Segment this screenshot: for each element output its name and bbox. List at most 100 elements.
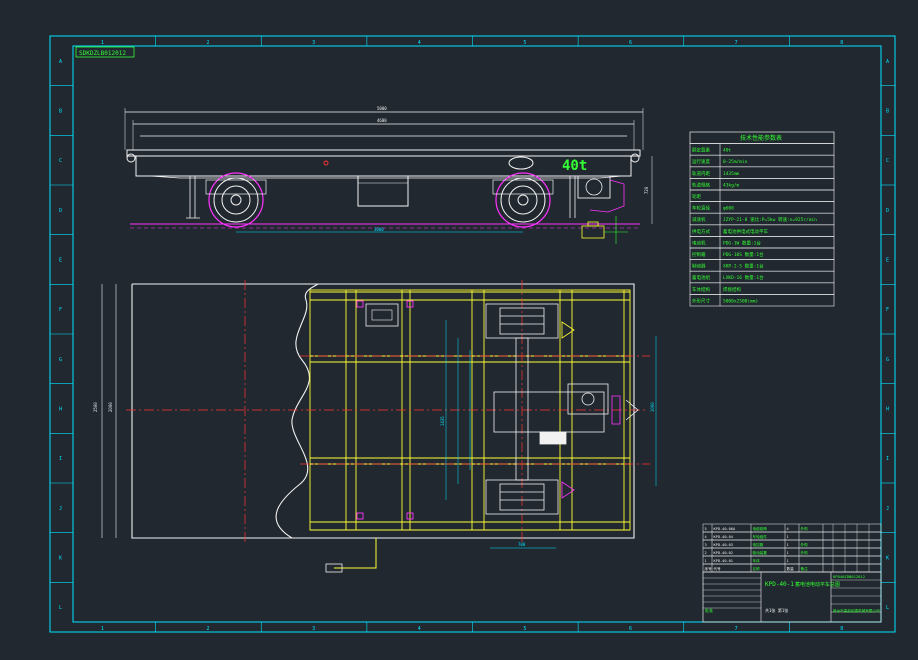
bom-cell: 外购 xyxy=(801,550,809,555)
spec-row-value: 5000x2500(mm) xyxy=(723,298,758,304)
zone-col-bottom: 3 xyxy=(312,626,315,632)
spec-row-label: 额定载重 xyxy=(692,147,710,154)
spec-row-label: 控制箱 xyxy=(692,251,706,258)
spec-row-label: 制动器 xyxy=(692,263,706,270)
bom-cell: KPD-40-06A xyxy=(714,527,736,531)
bom-cell: 4 xyxy=(705,535,707,539)
zone-col-bottom: 2 xyxy=(206,626,209,632)
bom-cell: 1 xyxy=(787,543,789,547)
zone-row-left: F xyxy=(59,307,62,313)
zone-row-left: L xyxy=(59,605,62,611)
zone-row-left: I xyxy=(59,456,62,462)
spec-row-value: φ600 xyxy=(723,206,734,212)
bom-cell: 1 xyxy=(787,551,789,555)
spec-row-value: 0-25m/min xyxy=(723,159,748,165)
wheel-assembly-top xyxy=(485,303,575,339)
zone-col-top: 5 xyxy=(523,40,526,46)
battery-box xyxy=(357,175,409,207)
bom-cell: 代号 xyxy=(714,566,722,571)
spec-row-value: 43kg/m xyxy=(723,182,740,188)
spec-row-label: 轨道内距 xyxy=(692,170,710,177)
spec-row-label: 车体结构 xyxy=(692,286,710,293)
spec-row-value: JZYP-21-8 速比:P=5kw 转速:n=925r/min xyxy=(723,216,817,223)
spec-row-label: 蓄电池组 xyxy=(692,274,710,281)
drawing-title: 蓄电池电动平车总图 xyxy=(795,581,840,588)
spec-row-value: 蓄电池供电式电动平车 xyxy=(723,228,768,235)
bom-cell: 外购 xyxy=(801,526,809,531)
wheel-right xyxy=(492,172,554,228)
zone-col-top: 1 xyxy=(101,40,104,46)
zone-row-right: A xyxy=(886,59,889,65)
spec-row-value: PDG-10S 数量:1台 xyxy=(723,251,764,258)
dim-text-plan-bottom: 700 xyxy=(518,542,526,547)
deck-body xyxy=(135,155,632,177)
zone-row-right: B xyxy=(886,109,889,115)
spec-row-value: XKP-2-5 数量:1台 xyxy=(723,263,764,270)
zone-col-top: 4 xyxy=(418,40,421,46)
spec-row-label: 减速机 xyxy=(692,216,706,223)
zone-row-left: H xyxy=(59,407,62,413)
cable-plug xyxy=(325,563,343,573)
zone-col-top: 7 xyxy=(735,40,738,46)
spec-row-label: 轨道规格 xyxy=(692,181,710,188)
bom-cell: KPD-40-03 xyxy=(714,543,733,547)
dim-text-height: 720 xyxy=(644,186,649,194)
spec-row-label: 外形尺寸 xyxy=(692,297,710,304)
bom-cell: 驱动装置 xyxy=(753,550,768,555)
buffer-right xyxy=(630,153,640,163)
drawing-tag: SDKDZLB012012 xyxy=(79,50,126,57)
zone-row-left: B xyxy=(59,109,62,115)
spec-row-value: 40t xyxy=(723,148,731,154)
spec-row-label: 供电方式 xyxy=(692,228,710,235)
zone-row-right: J xyxy=(886,506,889,512)
bom-cell: 3 xyxy=(705,543,707,547)
zone-col-top: 2 xyxy=(206,40,209,46)
company-name: 新乡市高起起重机械有限公司 xyxy=(833,608,880,613)
frame-leg-right xyxy=(569,176,576,218)
zone-row-right: H xyxy=(886,407,889,413)
control-box-plan xyxy=(365,303,399,327)
dim-text-overall: 5000 xyxy=(377,106,387,111)
dim-text-wheelbase: 3000 xyxy=(374,227,384,232)
deck-plan-outline xyxy=(132,283,635,539)
load-label: 40t xyxy=(562,158,587,174)
sheet-label: 共1张 第1张 xyxy=(765,607,788,613)
spec-row-value: 1435mm xyxy=(723,171,740,177)
zone-col-top: 6 xyxy=(629,40,632,46)
lifting-lug xyxy=(508,156,534,170)
zone-row-right: F xyxy=(886,307,889,313)
drawing-tag-box xyxy=(75,46,135,58)
plan-view: 2500 2000 xyxy=(93,280,657,573)
zone-row-left: G xyxy=(59,357,62,363)
bom-cell: 备注 xyxy=(801,566,809,571)
outer-frame xyxy=(49,35,896,633)
zone-row-right: I xyxy=(886,456,889,462)
zone-row-right: C xyxy=(886,158,889,164)
zone-col-bottom: 4 xyxy=(418,626,421,632)
zone-row-left: J xyxy=(59,506,62,512)
zone-row-right: G xyxy=(886,357,889,363)
bom-cell: 5 xyxy=(705,527,707,531)
zone-row-left: C xyxy=(59,158,62,164)
spec-row-label: 电动机 xyxy=(692,239,706,246)
bom-cell: KPD-40-04 xyxy=(714,535,733,539)
bom-cell: 电控箱 xyxy=(753,542,764,547)
zone-col-bottom: 8 xyxy=(840,626,843,632)
bom-cell: 4 xyxy=(787,527,789,531)
drive-unit xyxy=(577,175,625,213)
dim-text-plan-inner: 2000 xyxy=(108,402,113,412)
bom-cell: 1 xyxy=(787,559,789,563)
buffer-left xyxy=(126,153,136,163)
bom-cell: 电缆卷筒 xyxy=(753,526,768,531)
center-mark xyxy=(323,160,329,166)
dim-text-plan-rail: 1435 xyxy=(440,416,445,426)
spec-row-label: 轮距 xyxy=(692,193,701,200)
plan-dimension-lines xyxy=(445,320,657,549)
approval-label: 批准 xyxy=(705,607,713,613)
bom-cell: 外购 xyxy=(801,542,809,547)
axle-gearbox xyxy=(493,337,639,481)
bom-cell: 1 xyxy=(787,535,789,539)
